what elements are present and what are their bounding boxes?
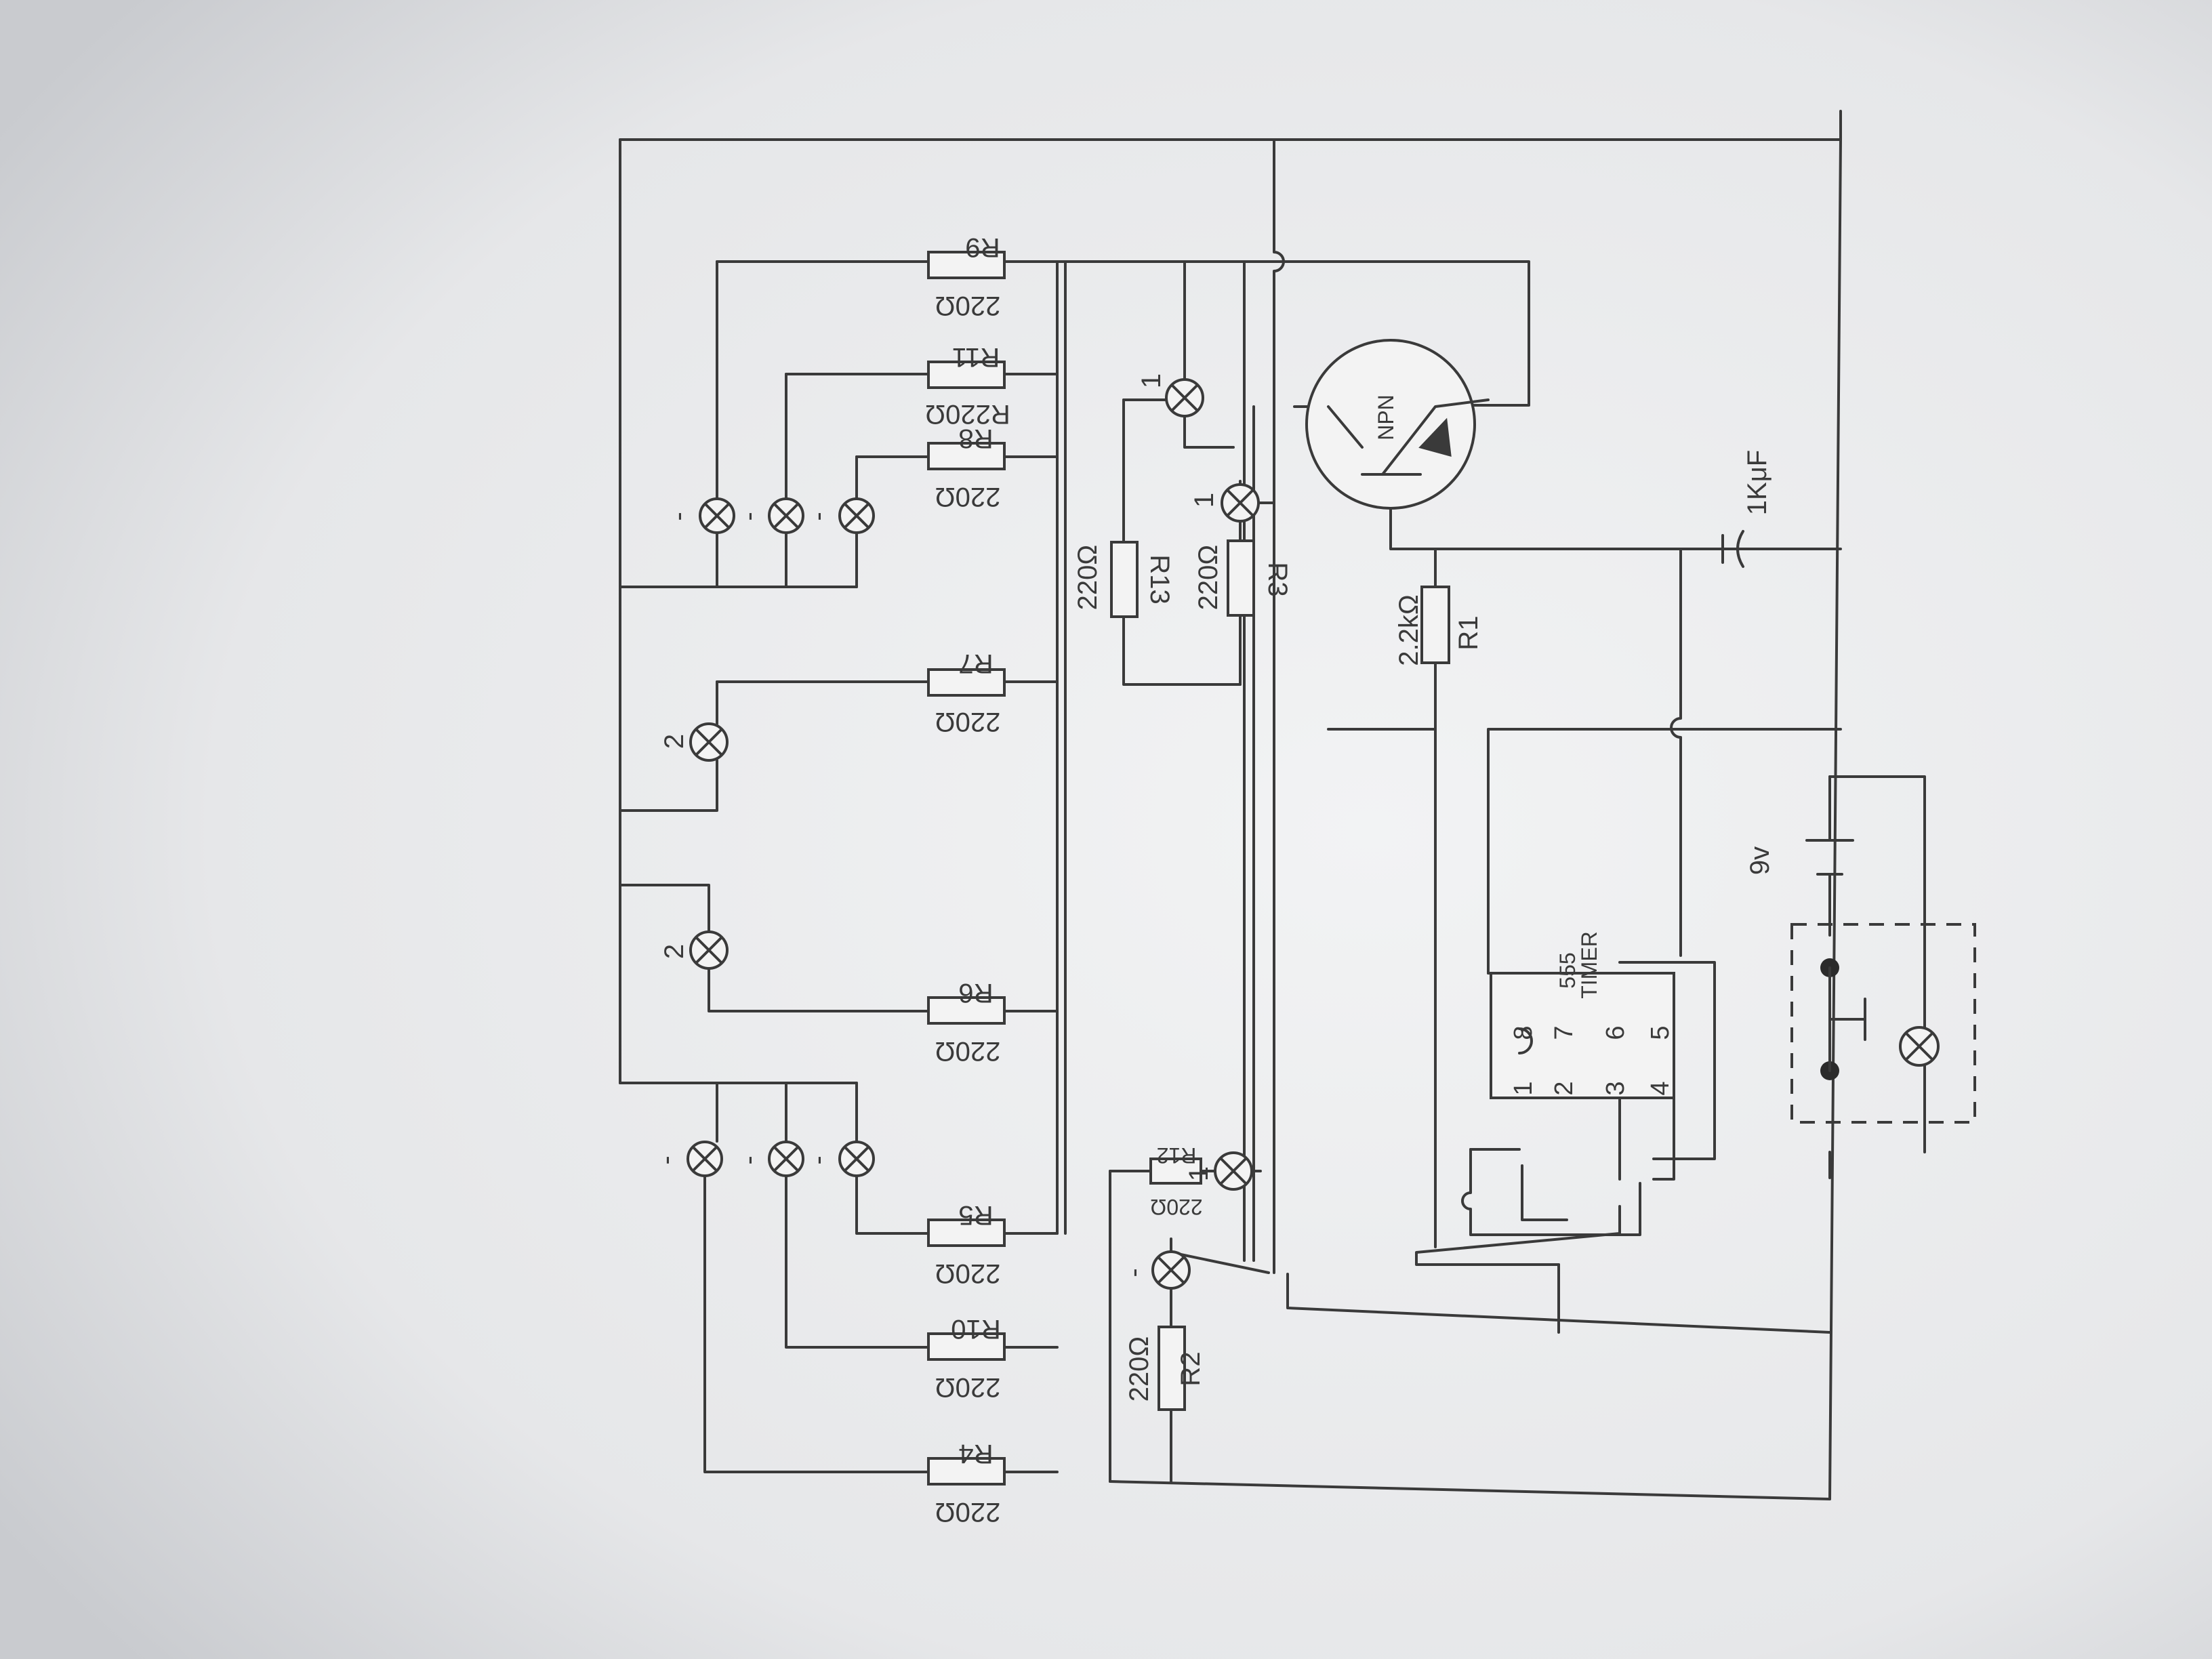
timer-pin: 1 xyxy=(1509,1081,1538,1095)
resistor-label: R10 xyxy=(951,1314,1000,1344)
lamp-icon xyxy=(689,722,729,762)
resistor-r8 xyxy=(927,442,1006,470)
timer-pin: 3 xyxy=(1601,1081,1630,1095)
lamp-mark: 1 xyxy=(1136,373,1166,388)
lamp-mark: 2 xyxy=(659,944,689,959)
resistor-r1 xyxy=(1420,586,1450,664)
lamp-icon xyxy=(1151,1250,1191,1290)
resistor-value: 220Ω xyxy=(935,482,1001,512)
lamp-mark: 1 xyxy=(1189,493,1219,508)
resistor-r9 xyxy=(927,251,1006,279)
lamp-marks: - - - 2 2 - - - 1 1 1 - xyxy=(651,373,1219,1277)
timer-pin: 4 xyxy=(1646,1081,1675,1095)
resistor-value: 220Ω xyxy=(935,707,1001,737)
battery: 9v xyxy=(1745,839,1854,876)
resistor-r5 xyxy=(927,1218,1006,1247)
lamp-mark: - xyxy=(663,512,693,520)
resistor-value: R220Ω xyxy=(925,399,1010,429)
resistor-label: R3 xyxy=(1263,562,1292,596)
lamp-icon xyxy=(768,497,804,534)
resistor-label: R8 xyxy=(958,424,993,453)
resistor-value: 220Ω xyxy=(935,1036,1001,1066)
resistor-value: 220Ω xyxy=(935,1372,1001,1402)
resistor-r3 xyxy=(1227,539,1255,617)
lamp-mark: - xyxy=(734,1155,764,1164)
lamp-icon xyxy=(1221,483,1260,523)
lamp-mark: - xyxy=(734,512,764,520)
resistor-label: R2 xyxy=(1176,1351,1206,1386)
resistor-r10 xyxy=(927,1332,1006,1361)
lamp-icon xyxy=(1899,1026,1940,1067)
resistor-r6 xyxy=(927,996,1006,1025)
lamp-icon xyxy=(768,1141,804,1177)
lamp-icon xyxy=(699,497,735,534)
resistor-value: 220Ω xyxy=(1124,1336,1154,1402)
resistor-value: 220Ω xyxy=(935,1497,1001,1527)
lamp-icon xyxy=(689,930,729,970)
resistors xyxy=(927,251,1450,1486)
resistor-r11 xyxy=(927,361,1006,389)
timer-pin: 7 xyxy=(1550,1025,1578,1040)
resistor-value: 220Ω xyxy=(1073,545,1103,611)
timer-pin: 6 xyxy=(1601,1025,1630,1040)
lamp-mark: - xyxy=(803,1155,833,1164)
timer-label: 555 xyxy=(1555,952,1580,988)
timer-label: TIMER xyxy=(1577,931,1601,999)
timer-pin: 5 xyxy=(1646,1025,1675,1040)
wiring xyxy=(619,110,1926,1500)
resistor-value: 220Ω xyxy=(935,1258,1001,1288)
resistor-label: R11 xyxy=(952,342,1000,372)
resistor-label: R7 xyxy=(958,649,993,678)
lamp-icon xyxy=(838,497,875,534)
battery-label: 9v xyxy=(1745,846,1775,875)
resistor-value: 220Ω xyxy=(1193,545,1223,611)
lamp-mark: - xyxy=(651,1155,681,1164)
resistor-label: R5 xyxy=(958,1200,993,1230)
resistor-label: R4 xyxy=(958,1439,993,1469)
transistor-label: NPN xyxy=(1374,394,1398,441)
resistor-label: R13 xyxy=(1145,554,1174,604)
capacitor: 1KμF xyxy=(1721,450,1772,568)
resistor-r12 xyxy=(1149,1158,1202,1185)
resistor-label: R1 xyxy=(1454,615,1483,650)
lamp-mark: - xyxy=(803,512,833,520)
resistor-value: 2.2kΩ xyxy=(1394,594,1424,666)
switch-box xyxy=(1790,923,1976,1124)
npn-transistor: NPN xyxy=(1305,339,1490,510)
lamp-icon xyxy=(838,1141,875,1177)
resistor-labels: R9 220Ω R11 R220Ω R8 220Ω R7 220Ω R6 220… xyxy=(925,232,1483,1527)
timer-chip xyxy=(1490,972,1675,1099)
resistor-value: 220Ω xyxy=(935,291,1001,321)
lamp-icon xyxy=(687,1141,723,1177)
resistor-r7 xyxy=(927,668,1006,697)
resistor-r4 xyxy=(927,1457,1006,1486)
timer-pin: 2 xyxy=(1550,1081,1578,1095)
lamp-icon xyxy=(1165,378,1204,417)
lamp-icon xyxy=(1214,1151,1253,1191)
resistor-value: 220Ω xyxy=(1150,1195,1202,1219)
lamp-mark: - xyxy=(1119,1268,1149,1277)
resistor-label: R9 xyxy=(965,232,1000,262)
lamp-mark: 2 xyxy=(659,734,689,749)
timer-555: 555 TIMER 1 2 3 4 5 6 7 8 xyxy=(1490,931,1675,1099)
capacitor-label: 1KμF xyxy=(1742,450,1772,515)
resistor-label: R6 xyxy=(958,978,993,1008)
resistor-r2 xyxy=(1158,1326,1186,1411)
resistor-r13 xyxy=(1110,541,1139,618)
timer-pin: 8 xyxy=(1509,1025,1538,1040)
lamps xyxy=(687,378,1940,1290)
resistor-label: R12 xyxy=(1157,1143,1197,1168)
lamp-mark: 1 xyxy=(1184,1166,1214,1181)
